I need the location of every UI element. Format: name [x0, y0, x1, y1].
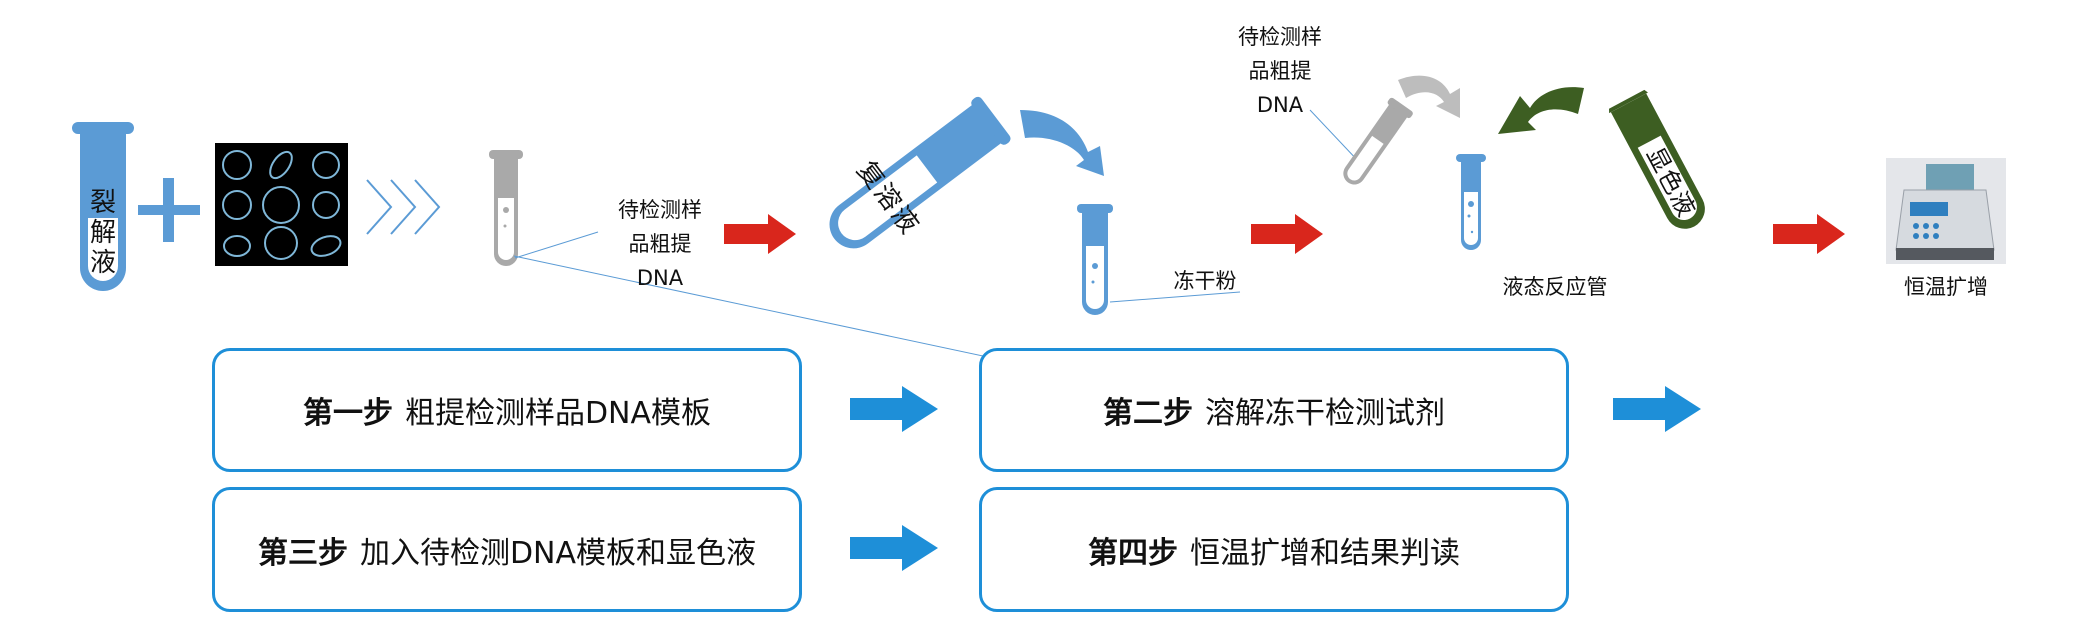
- crude-dna-label-line: 品粗提: [1248, 59, 1312, 83]
- chevrons-icon: [366, 179, 441, 235]
- blue-arrow-icon: [1613, 386, 1701, 432]
- step-1-box: 第一步粗提检测样品DNA模板: [212, 348, 802, 472]
- redissolve-tube-icon: [829, 96, 1011, 249]
- crude-dna-label-line: 待检测样: [618, 198, 702, 222]
- redissolve-tube: 复溶液: [814, 92, 1015, 263]
- liquid-tube-icon: [1456, 154, 1486, 250]
- blue-arrow-icon: [850, 525, 938, 571]
- crude-dna-label-line: DNA: [636, 266, 684, 290]
- crude-dna-label: 待检测样 品粗提 DNA: [590, 193, 730, 295]
- gray-curved-arrow-icon: [1398, 75, 1460, 118]
- blue-arrow-icon: [850, 386, 938, 432]
- freeze-dried-label: 冻干粉: [1173, 269, 1237, 293]
- step-1-text: 粗提检测样品DNA模板: [404, 396, 712, 431]
- liquid-tube-label: 液态反应管: [1502, 275, 1608, 299]
- microbe-image: [215, 143, 348, 266]
- crude-dna-label-2: 待检测样 品粗提 DNA: [1210, 20, 1350, 122]
- step-4-text: 恒温扩增和结果判读: [1190, 535, 1460, 571]
- step-3-box: 第三步加入待检测DNA模板和显色液: [212, 487, 802, 612]
- step-4-box: 第四步恒温扩增和结果判读: [979, 487, 1569, 612]
- gray-tube-icon: [1343, 97, 1413, 185]
- step-2-text: 溶解冻干检测试剂: [1205, 396, 1445, 431]
- lysis-tube-label: 裂解液: [89, 188, 116, 278]
- step-3-text: 加入待检测DNA模板和显色液: [359, 535, 757, 571]
- step-3-number: 第三步: [257, 535, 348, 571]
- curved-arrow-icon: [1020, 110, 1104, 176]
- freeze-dried-tube-icon: [1077, 204, 1113, 315]
- step-2-box: 第二步溶解冻干检测试剂: [979, 348, 1569, 472]
- step-1-number: 第一步: [302, 396, 393, 431]
- lysis-tube-icon: [72, 122, 134, 291]
- green-curved-arrow-icon: [1498, 87, 1584, 134]
- crude-dna-label-line: DNA: [1256, 93, 1304, 117]
- color-solution-tube: 显色液: [1605, 85, 1714, 238]
- green-tube-icon: [1609, 89, 1705, 229]
- step-2-number: 第二步: [1103, 396, 1193, 431]
- red-arrow-icon: [1251, 214, 1323, 254]
- plus-icon: [138, 178, 200, 242]
- incubator-image: [1886, 158, 2006, 264]
- crude-dna-label-line: 品粗提: [628, 232, 692, 256]
- crude-dna-tube-icon: [489, 150, 1087, 379]
- red-arrow-icon: [1773, 214, 1845, 254]
- crude-dna-tube-tilted: [1335, 95, 1415, 193]
- incubator-label: 恒温扩增: [1904, 275, 1988, 299]
- crude-dna-label-line: 待检测样: [1238, 25, 1322, 49]
- red-arrow-icon: [724, 214, 796, 254]
- step-4-number: 第四步: [1088, 535, 1178, 571]
